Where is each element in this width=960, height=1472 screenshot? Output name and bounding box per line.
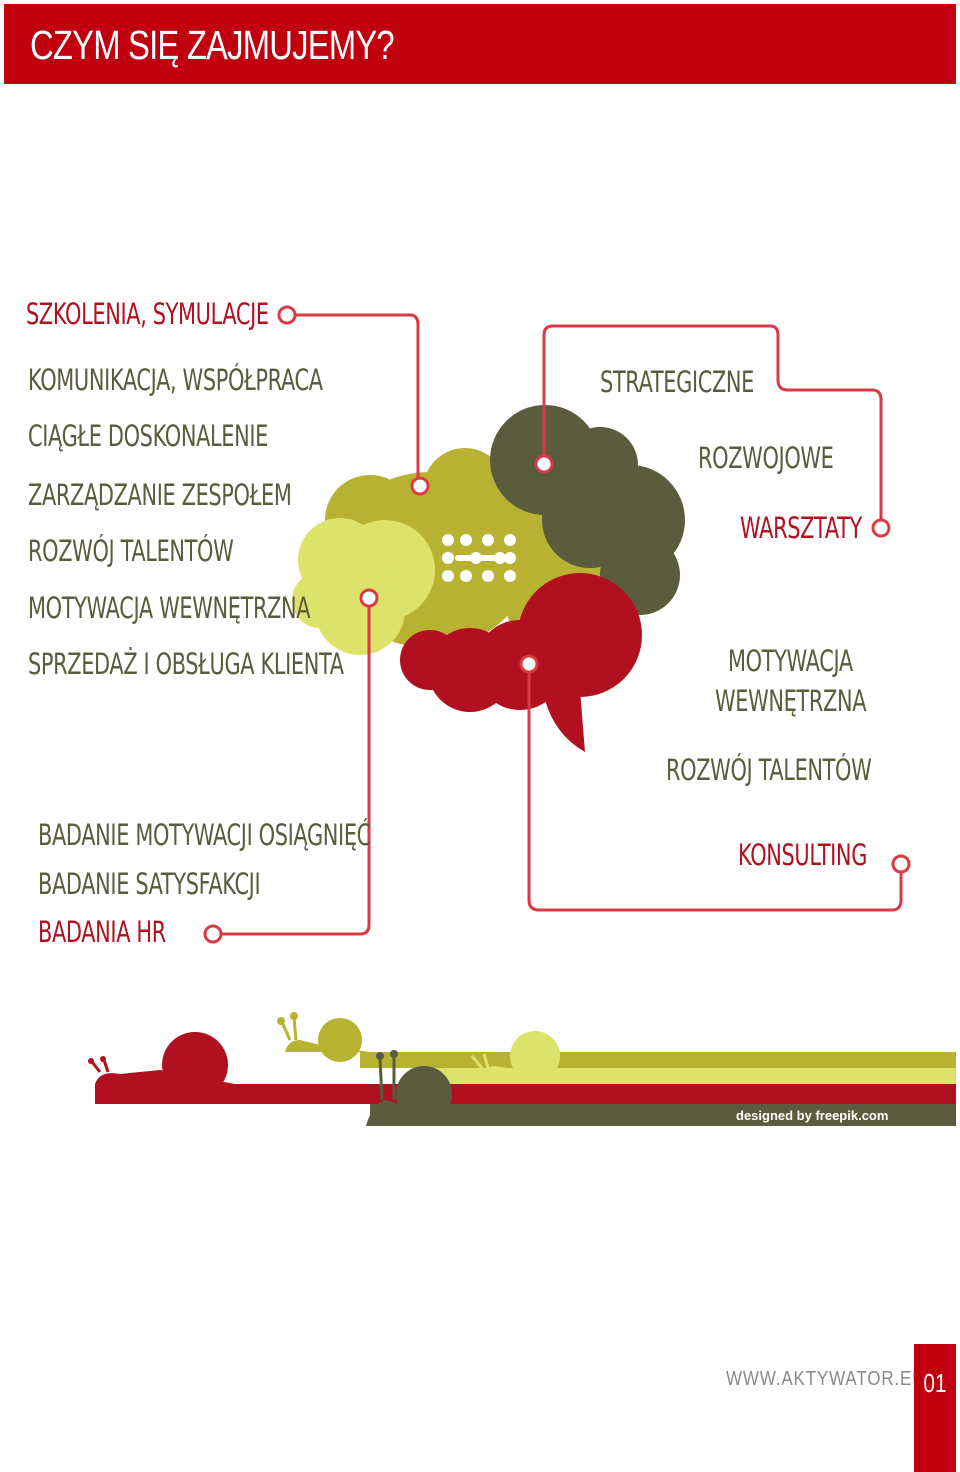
header-banner: CZYM SIĘ ZAJMUJEMY? <box>4 4 956 84</box>
list-item: ROZWOJOWE <box>698 441 834 475</box>
snail-red-icon <box>88 1032 235 1098</box>
snail-dark-icon <box>366 1050 470 1126</box>
list-item: BADANIE MOTYWACJI OSIĄGNIĘĆ <box>38 818 371 852</box>
snail-olive-icon <box>277 1012 370 1062</box>
list-item: ROZWÓJ TALENTÓW <box>666 753 872 787</box>
list-item: KOMUNIKACJA, WSPÓŁPRACA <box>28 363 323 397</box>
list-item: MOTYWACJA WEWNĘTRZNA <box>28 591 311 625</box>
list-item: SPRZEDAŻ I OBSŁUGA KLIENTA <box>28 647 344 681</box>
bottom-stripes <box>95 1052 956 1126</box>
list-item: WEWNĘTRZNA <box>715 684 867 718</box>
page-number: 01 <box>923 1368 947 1398</box>
freepik-credit: designed by freepik.com <box>736 1108 889 1123</box>
list-item: BADANIE SATYSFAKCJI <box>38 867 261 901</box>
brain-red-lobe <box>400 573 642 752</box>
page-title: CZYM SIĘ ZAJMUJEMY? <box>30 22 395 68</box>
workshops-heading: WARSZTATY <box>740 511 862 545</box>
list-item: MOTYWACJA <box>728 644 853 678</box>
logo-mark-icon <box>442 534 516 582</box>
list-item: CIĄGŁE DOSKONALENIE <box>28 419 269 453</box>
connector-nodes <box>203 305 911 944</box>
list-item: ZARZĄDZANIE ZESPOŁEM <box>28 478 292 512</box>
list-item: ROZWÓJ TALENTÓW <box>28 534 234 568</box>
brain-lime-lobe <box>292 518 435 655</box>
hr-research-heading: BADANIA HR <box>38 915 166 949</box>
snail-lime-icon <box>470 1031 570 1081</box>
website-url[interactable]: WWW.AKTYWATOR.EU <box>726 1368 926 1390</box>
consulting-heading: KONSULTING <box>738 838 868 872</box>
list-item: STRATEGICZNE <box>600 365 755 399</box>
workshops-heading-simulations: SZKOLENIA, SYMULACJE <box>26 297 269 331</box>
page-number-box: 01 <box>914 1344 956 1472</box>
connector-lines <box>222 313 903 936</box>
